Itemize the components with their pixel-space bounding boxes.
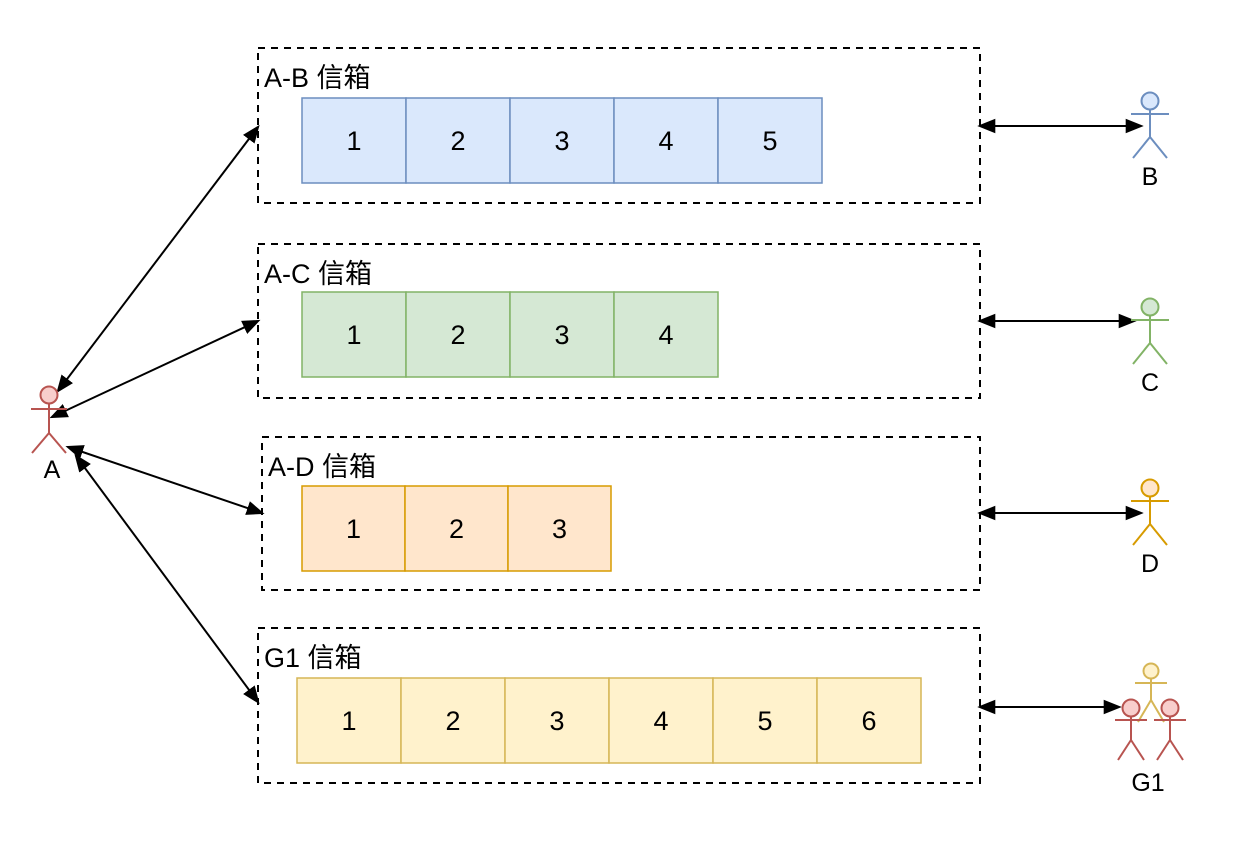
mailbox-ad-slot-2 <box>404 485 509 572</box>
mailbox-g1-slot-1-number: 1 <box>341 706 356 736</box>
mailbox-ab-slot-5 <box>717 97 823 184</box>
arrow-a-to-ab-mailbox <box>56 124 260 394</box>
mailbox-ac-slot-2-number: 2 <box>450 320 465 350</box>
mailbox-ad-slot-1-number: 1 <box>346 514 361 544</box>
actor-a-label: A <box>44 456 61 484</box>
mailbox-ad-slot-1 <box>301 485 406 572</box>
mailbox-g1-slot-1 <box>296 677 402 764</box>
group-g1-member-left-head <box>1121 698 1141 718</box>
group-g1-member-back-head <box>1142 662 1160 680</box>
actor-d-figure <box>1131 478 1169 546</box>
actor-c-leg-right <box>1149 342 1168 365</box>
mailbox-ac-slot-3-number: 3 <box>554 320 569 350</box>
mailbox-ad-slot-3-number: 3 <box>552 514 567 544</box>
mailbox-ac-slot-4 <box>613 291 719 378</box>
mailbox-ab-slot-3-number: 3 <box>554 126 569 156</box>
mailbox-g1-slot-6-number: 6 <box>861 706 876 736</box>
arrow-a-to-g1-mailbox <box>74 453 260 705</box>
mailbox-ad-title: A-D 信箱 <box>268 452 376 482</box>
group-g1-member-back-leg-right <box>1150 699 1165 723</box>
mailbox-g1-slot-4-number: 4 <box>653 706 668 736</box>
mailbox-ab-dashed-border <box>257 47 981 204</box>
mailbox-ab-title: A-B 信箱 <box>264 63 371 93</box>
group-g1-member-right-leg-right <box>1169 739 1184 761</box>
actor-a-leg-right <box>48 432 67 454</box>
mailbox-ab-slot-4 <box>613 97 719 184</box>
group-g1-member-back <box>1135 662 1167 723</box>
arrow-a-to-ad-mailbox <box>65 445 265 515</box>
actor-b-figure <box>1131 91 1169 159</box>
mailbox-g1-slot-6 <box>816 677 922 764</box>
group-g1-member-right-head <box>1160 698 1180 718</box>
mailbox-ac: A-C 信箱 1 2 3 4 <box>257 243 981 399</box>
group-g1-member-left <box>1115 698 1147 761</box>
mailbox-ac-slot-3 <box>509 291 615 378</box>
group-g1-member-left-leg-right <box>1130 739 1145 761</box>
actor-a-head <box>39 385 59 405</box>
mailbox-g1-slot-2-number: 2 <box>445 706 460 736</box>
actor-d-label: D <box>1141 550 1159 578</box>
group-g1-member-back-leg-left <box>1137 699 1152 723</box>
group-g1-label: G1 <box>1131 769 1164 797</box>
mailbox-ac-title: A-C 信箱 <box>264 259 372 289</box>
actor-c-leg-left <box>1132 342 1151 365</box>
mailbox-ab-slot-5-number: 5 <box>762 126 777 156</box>
mailbox-ac-slot-1-number: 1 <box>346 320 361 350</box>
mailbox-g1-dashed-border <box>257 627 981 784</box>
mailbox-g1-slot-2 <box>400 677 506 764</box>
mailbox-ab-slot-3 <box>509 97 615 184</box>
mailbox-ab-slot-1 <box>301 97 407 184</box>
mailbox-ad: A-D 信箱 1 2 3 <box>261 436 981 591</box>
mailbox-ad-slot-3 <box>507 485 612 572</box>
actor-c-figure <box>1131 297 1169 365</box>
actor-a-leg-left <box>31 432 50 454</box>
mailbox-ad-dashed-border <box>261 436 981 591</box>
actor-b-head <box>1140 91 1160 111</box>
mailbox-ac-dashed-border <box>257 243 981 399</box>
group-g1-figure <box>1115 662 1186 761</box>
actor-a-figure <box>31 385 67 454</box>
actor-b-leg-right <box>1149 136 1168 159</box>
mailbox-ab-slot-2-number: 2 <box>450 126 465 156</box>
actor-d-head <box>1140 478 1160 498</box>
group-g1-member-left-leg-left <box>1117 739 1132 761</box>
mailbox-g1-slot-3 <box>504 677 610 764</box>
actor-b-leg-left <box>1132 136 1151 159</box>
actor-b-label: B <box>1142 163 1159 191</box>
connectors <box>49 118 1144 715</box>
mailbox-g1-slot-3-number: 3 <box>549 706 564 736</box>
mailbox-g1-slot-4 <box>608 677 714 764</box>
mailbox-ad-slot-2-number: 2 <box>449 514 464 544</box>
mailbox-g1-slot-5-number: 5 <box>757 706 772 736</box>
mailbox-ab-slot-4-number: 4 <box>658 126 673 156</box>
actor-c-head <box>1140 297 1160 317</box>
actor-c-label: C <box>1141 369 1159 397</box>
group-g1-member-right <box>1154 698 1186 761</box>
mailbox-g1: G1 信箱 1 2 3 4 5 6 <box>257 627 981 784</box>
mailbox-ab-slot-1-number: 1 <box>346 126 361 156</box>
mailbox-ab: A-B 信箱 1 2 3 4 5 <box>257 47 981 204</box>
group-g1-member-right-leg-left <box>1156 739 1171 761</box>
arrow-a-to-ac-mailbox <box>49 319 261 419</box>
actor-d-leg-left <box>1132 523 1151 546</box>
mailbox-ac-slot-4-number: 4 <box>658 320 673 350</box>
mailbox-g1-title: G1 信箱 <box>264 643 362 673</box>
actor-d-leg-right <box>1149 523 1168 546</box>
mailbox-g1-slot-5 <box>712 677 818 764</box>
